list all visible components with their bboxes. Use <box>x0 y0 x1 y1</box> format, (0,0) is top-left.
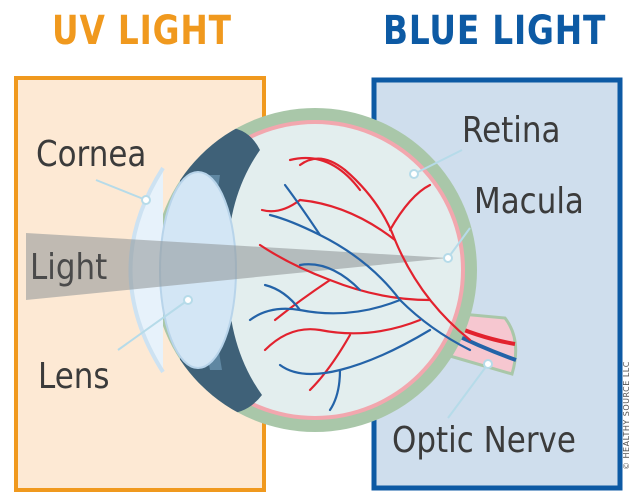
cornea-callout <box>95 179 147 201</box>
optic-nerve-dot <box>483 359 493 369</box>
cornea-dot <box>141 195 151 205</box>
macula-callout <box>447 227 471 259</box>
copyright-credit: © HEALTHY SOURCE LLC <box>622 361 631 470</box>
optic-nerve-label: Optic Nerve <box>392 420 576 461</box>
callout-lines <box>95 149 489 419</box>
blue-light-heading: BLUE LIGHT <box>383 8 607 54</box>
cornea-label: Cornea <box>36 134 147 175</box>
optic-nerve-callout <box>447 363 489 419</box>
retina-callout <box>413 149 463 175</box>
retina-dot <box>409 169 419 179</box>
lens-label: Lens <box>38 356 110 397</box>
macula-label: Macula <box>474 181 584 222</box>
lens-dot <box>183 295 193 305</box>
light-beam <box>26 233 448 300</box>
macula-dot <box>443 253 453 263</box>
retina-label: Retina <box>462 110 561 151</box>
blood-vessels <box>248 156 472 412</box>
light-label: Light <box>30 247 108 288</box>
uv-light-heading: UV LIGHT <box>52 8 232 54</box>
lens-callout <box>117 299 189 351</box>
